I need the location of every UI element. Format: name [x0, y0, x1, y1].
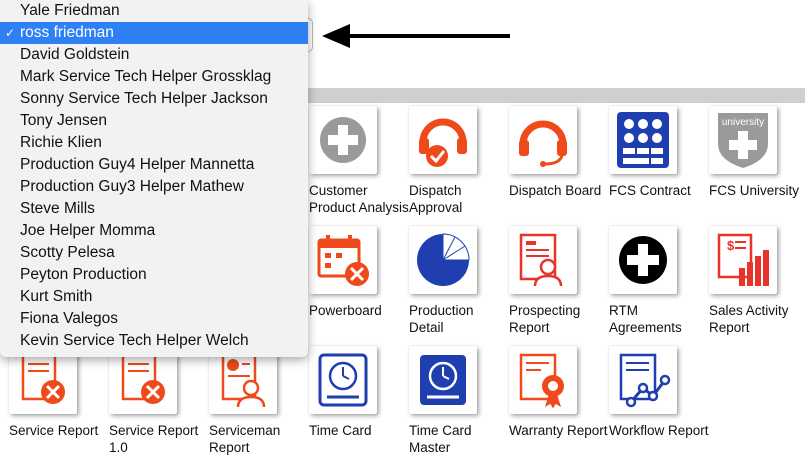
dropdown-option[interactable]: Kurt Smith — [0, 286, 308, 308]
university-badge-text: university — [722, 117, 764, 128]
dropdown-option-label: Richie Klien — [20, 134, 102, 151]
dropdown-option[interactable]: Yale Friedman — [0, 0, 308, 22]
tile-label: Warranty Report — [509, 423, 608, 438]
time-clock-icon — [309, 346, 377, 414]
tile-label: Workflow Report — [609, 423, 709, 438]
tile-label: Customer Product Analysis — [309, 183, 409, 215]
tile-label: Dispatch Board — [509, 183, 602, 198]
dropdown-option-label: Mark Service Tech Helper Grossklag — [20, 68, 272, 85]
dropdown-option-label: Tony Jensen — [20, 112, 108, 129]
svg-text:$: $ — [727, 238, 735, 253]
tile-label: FCS University — [709, 183, 800, 198]
calculator-icon — [609, 106, 677, 174]
dropdown-option[interactable]: Scotty Pelesa — [0, 242, 308, 264]
dropdown-option-label: Joe Helper Momma — [20, 222, 156, 239]
report-person-icon — [509, 226, 577, 294]
dropdown-option[interactable]: Kevin Service Tech Helper Welch — [0, 330, 308, 352]
certificate-ribbon-icon — [509, 346, 577, 414]
dropdown-option-label: Yale Friedman — [20, 2, 120, 19]
dropdown-option[interactable]: ✓ ross friedman — [0, 22, 308, 44]
headset-check-icon — [409, 106, 477, 174]
dropdown-option-label: Sonny Service Tech Helper Jackson — [20, 90, 268, 107]
tile-label: FCS Contract — [609, 183, 691, 198]
tile-label: Sales Activity Report — [709, 303, 789, 335]
arrow-left-icon — [322, 24, 510, 48]
dropdown-option-label: Kevin Service Tech Helper Welch — [20, 332, 249, 349]
dropdown-option[interactable]: Sonny Service Tech Helper Jackson — [0, 88, 308, 110]
university-shield-icon: university — [709, 106, 777, 174]
checkmark-icon: ✓ — [5, 26, 16, 40]
dropdown-option[interactable]: Fiona Valegos — [0, 308, 308, 330]
tile-label: Powerboard — [309, 303, 382, 318]
dropdown-option[interactable]: Richie Klien — [0, 132, 308, 154]
dropdown-option[interactable]: Steve Mills — [0, 198, 308, 220]
tile-label: Service Report 1.0 — [109, 423, 199, 455]
tile-label: Production Detail — [409, 303, 474, 335]
tile-label: RTM Agreements — [609, 303, 682, 335]
dropdown-option[interactable]: Tony Jensen — [0, 110, 308, 132]
dropdown-option-label: Kurt Smith — [20, 288, 93, 305]
dropdown-option[interactable]: Production Guy4 Helper Mannetta — [0, 154, 308, 176]
dropdown-option-label: ross friedman — [20, 24, 114, 41]
tile-label: Time Card — [309, 423, 372, 438]
tile-label: Time Card Master — [409, 423, 472, 455]
calendar-tools-icon — [309, 226, 377, 294]
tile-label: Dispatch Approval — [409, 183, 463, 215]
dropdown-option[interactable]: Production Guy3 Helper Mathew — [0, 176, 308, 198]
sales-bar-chart-icon: $ — [709, 226, 777, 294]
headset-icon — [509, 106, 577, 174]
dropdown-option-label: Production Guy3 Helper Mathew — [20, 178, 245, 195]
dropdown-option-label: Steve Mills — [20, 200, 95, 217]
dropdown-option-label: David Goldstein — [20, 46, 130, 63]
medical-cross-icon — [309, 106, 377, 174]
time-clock-filled-icon — [409, 346, 477, 414]
dropdown-option[interactable]: David Goldstein — [0, 44, 308, 66]
dropdown-option-label: Scotty Pelesa — [20, 244, 115, 261]
tile-label: Service Report — [9, 423, 99, 438]
report-tools-icon — [109, 346, 177, 414]
workflow-graph-icon — [609, 346, 677, 414]
dropdown-option-label: Peyton Production — [20, 266, 147, 283]
pie-chart-icon — [409, 226, 477, 294]
dropdown-option[interactable]: Peyton Production — [0, 264, 308, 286]
tile-label: Prospecting Report — [509, 303, 581, 335]
tile-label: Serviceman Report — [209, 423, 281, 455]
dropdown-option[interactable]: Joe Helper Momma — [0, 220, 308, 242]
serviceman-report-icon — [209, 346, 277, 414]
dropdown-option-label: Production Guy4 Helper Mannetta — [20, 156, 255, 173]
report-tools-icon — [9, 346, 77, 414]
black-cross-icon — [609, 226, 677, 294]
dropdown-option[interactable]: Mark Service Tech Helper Grossklag — [0, 66, 308, 88]
dropdown-option-label: Fiona Valegos — [20, 310, 118, 327]
